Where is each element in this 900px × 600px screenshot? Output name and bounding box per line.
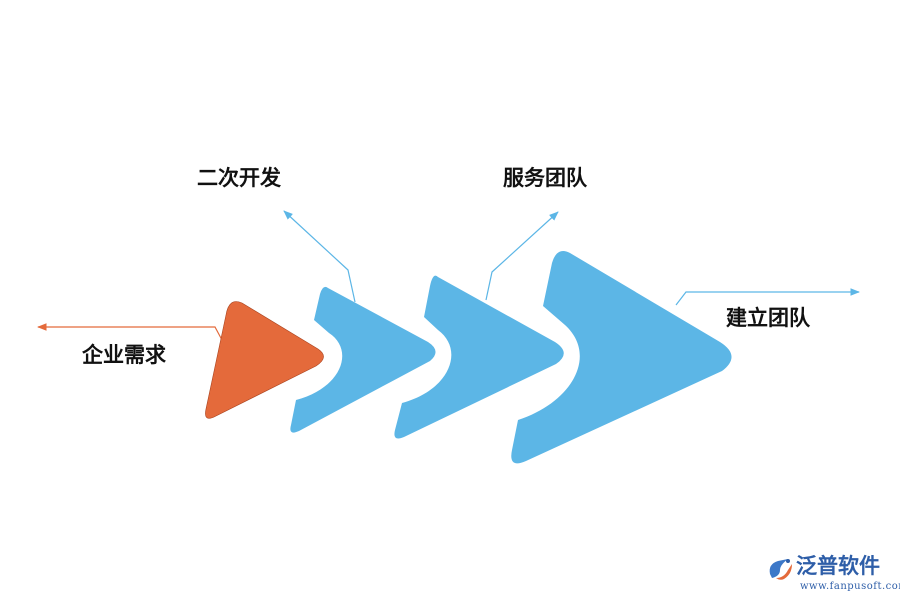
arrow-shape-enterprise-demand [205,301,324,419]
connector-build-team [675,288,860,306]
logo-name: 泛普软件 [796,554,880,578]
step-label-service-team: 服务团队 [503,166,587,190]
connector-service-team [485,211,559,301]
logo-mark-icon [769,559,792,580]
arrow-shape-build-team [511,250,732,464]
brand-logo: 泛普软件 www.fanpusoft.com [766,554,900,598]
connector-secondary-development [283,210,356,303]
arrow-shape-secondary-development [290,286,436,433]
step-label-secondary-development: 二次开发 [197,166,281,190]
arrow-shape-service-team [394,275,564,439]
logo-url: www.fanpusoft.com [800,581,900,592]
step-label-enterprise-demand: 企业需求 [82,343,166,367]
step-label-build-team: 建立团队 [726,306,810,330]
connector-enterprise-demand [37,323,223,341]
